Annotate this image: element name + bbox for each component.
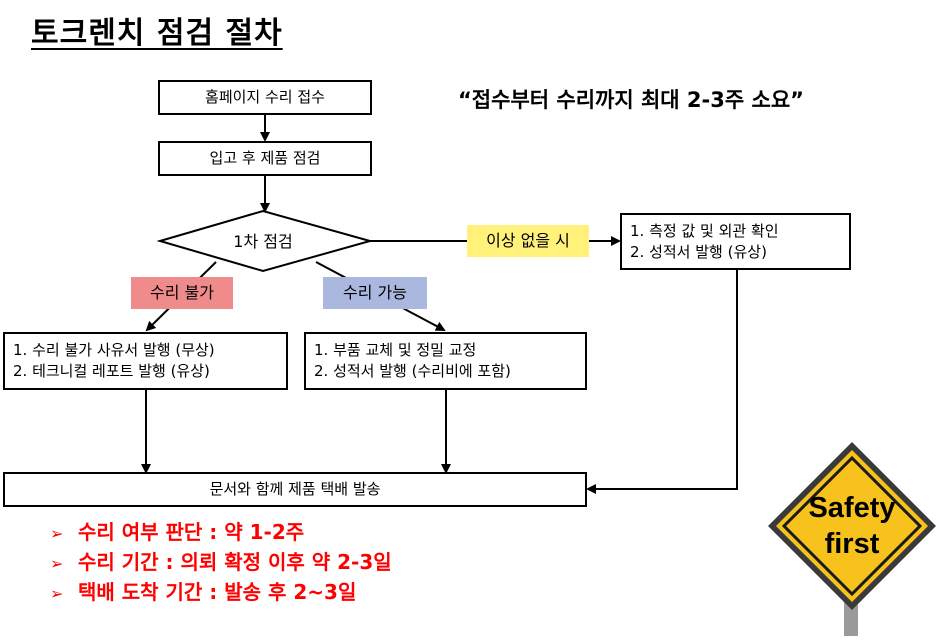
timing-notes: ➢수리 여부 판단 : 약 1-2주 ➢수리 기간 : 의뢰 확정 이후 약 2… <box>50 518 392 608</box>
arrow-no-issue-final <box>586 270 738 494</box>
arrow-bullet-icon: ➢ <box>50 524 64 543</box>
unrepairable-item: 1. 수리 불가 사유서 발행 (무상) <box>13 341 215 359</box>
note-item: ➢수리 기간 : 의뢰 확정 이후 약 2-3일 <box>50 548 392 578</box>
repairable-box: 1. 부품 교체 및 정밀 교정 2. 성적서 발행 (수리비에 포함) <box>304 332 587 390</box>
note-item: ➢택배 도착 기간 : 발송 후 2~3일 <box>50 578 392 608</box>
arrow-bullet-icon: ➢ <box>50 584 64 603</box>
no-issue-box: 1. 측정 값 및 외관 확인 2. 성적서 발행 (유상) <box>620 213 851 270</box>
safety-first-sign: Safety first <box>766 440 938 636</box>
page-title: 토크렌치 점검 절차 <box>31 16 283 51</box>
sign-line-1: Safety <box>808 492 896 524</box>
repairable-item: 1. 부품 교체 및 정밀 교정 <box>314 341 477 359</box>
step-ship-with-documents: 문서와 함께 제품 택배 발송 <box>3 472 587 507</box>
arrow-bullet-icon: ➢ <box>50 554 64 573</box>
repairable-item: 2. 성적서 발행 (수리비에 포함) <box>314 362 511 380</box>
duration-quote: “접수부터 수리까지 최대 2-3주 소요” <box>458 88 804 112</box>
no-issue-item: 1. 측정 값 및 외관 확인 <box>630 221 779 240</box>
unrepairable-box: 1. 수리 불가 사유서 발행 (무상) 2. 테크니컬 레포트 발행 (유상) <box>3 332 288 390</box>
decision-label: 1차 점검 <box>233 232 293 251</box>
unrepairable-item: 2. 테크니컬 레포트 발행 (유상) <box>13 362 210 380</box>
tag-no-issue: 이상 없을 시 <box>467 225 589 257</box>
tag-unrepairable: 수리 불가 <box>131 277 233 309</box>
tag-repairable: 수리 가능 <box>323 277 427 309</box>
note-item: ➢수리 여부 판단 : 약 1-2주 <box>50 518 392 548</box>
decision-diamond <box>156 209 374 273</box>
step-online-request: 홈페이지 수리 접수 <box>158 80 372 115</box>
step-inspection: 입고 후 제품 점검 <box>158 141 372 176</box>
no-issue-item: 2. 성적서 발행 (유상) <box>630 242 767 261</box>
sign-line-2: first <box>824 528 880 560</box>
warning-sign-icon <box>768 442 936 636</box>
